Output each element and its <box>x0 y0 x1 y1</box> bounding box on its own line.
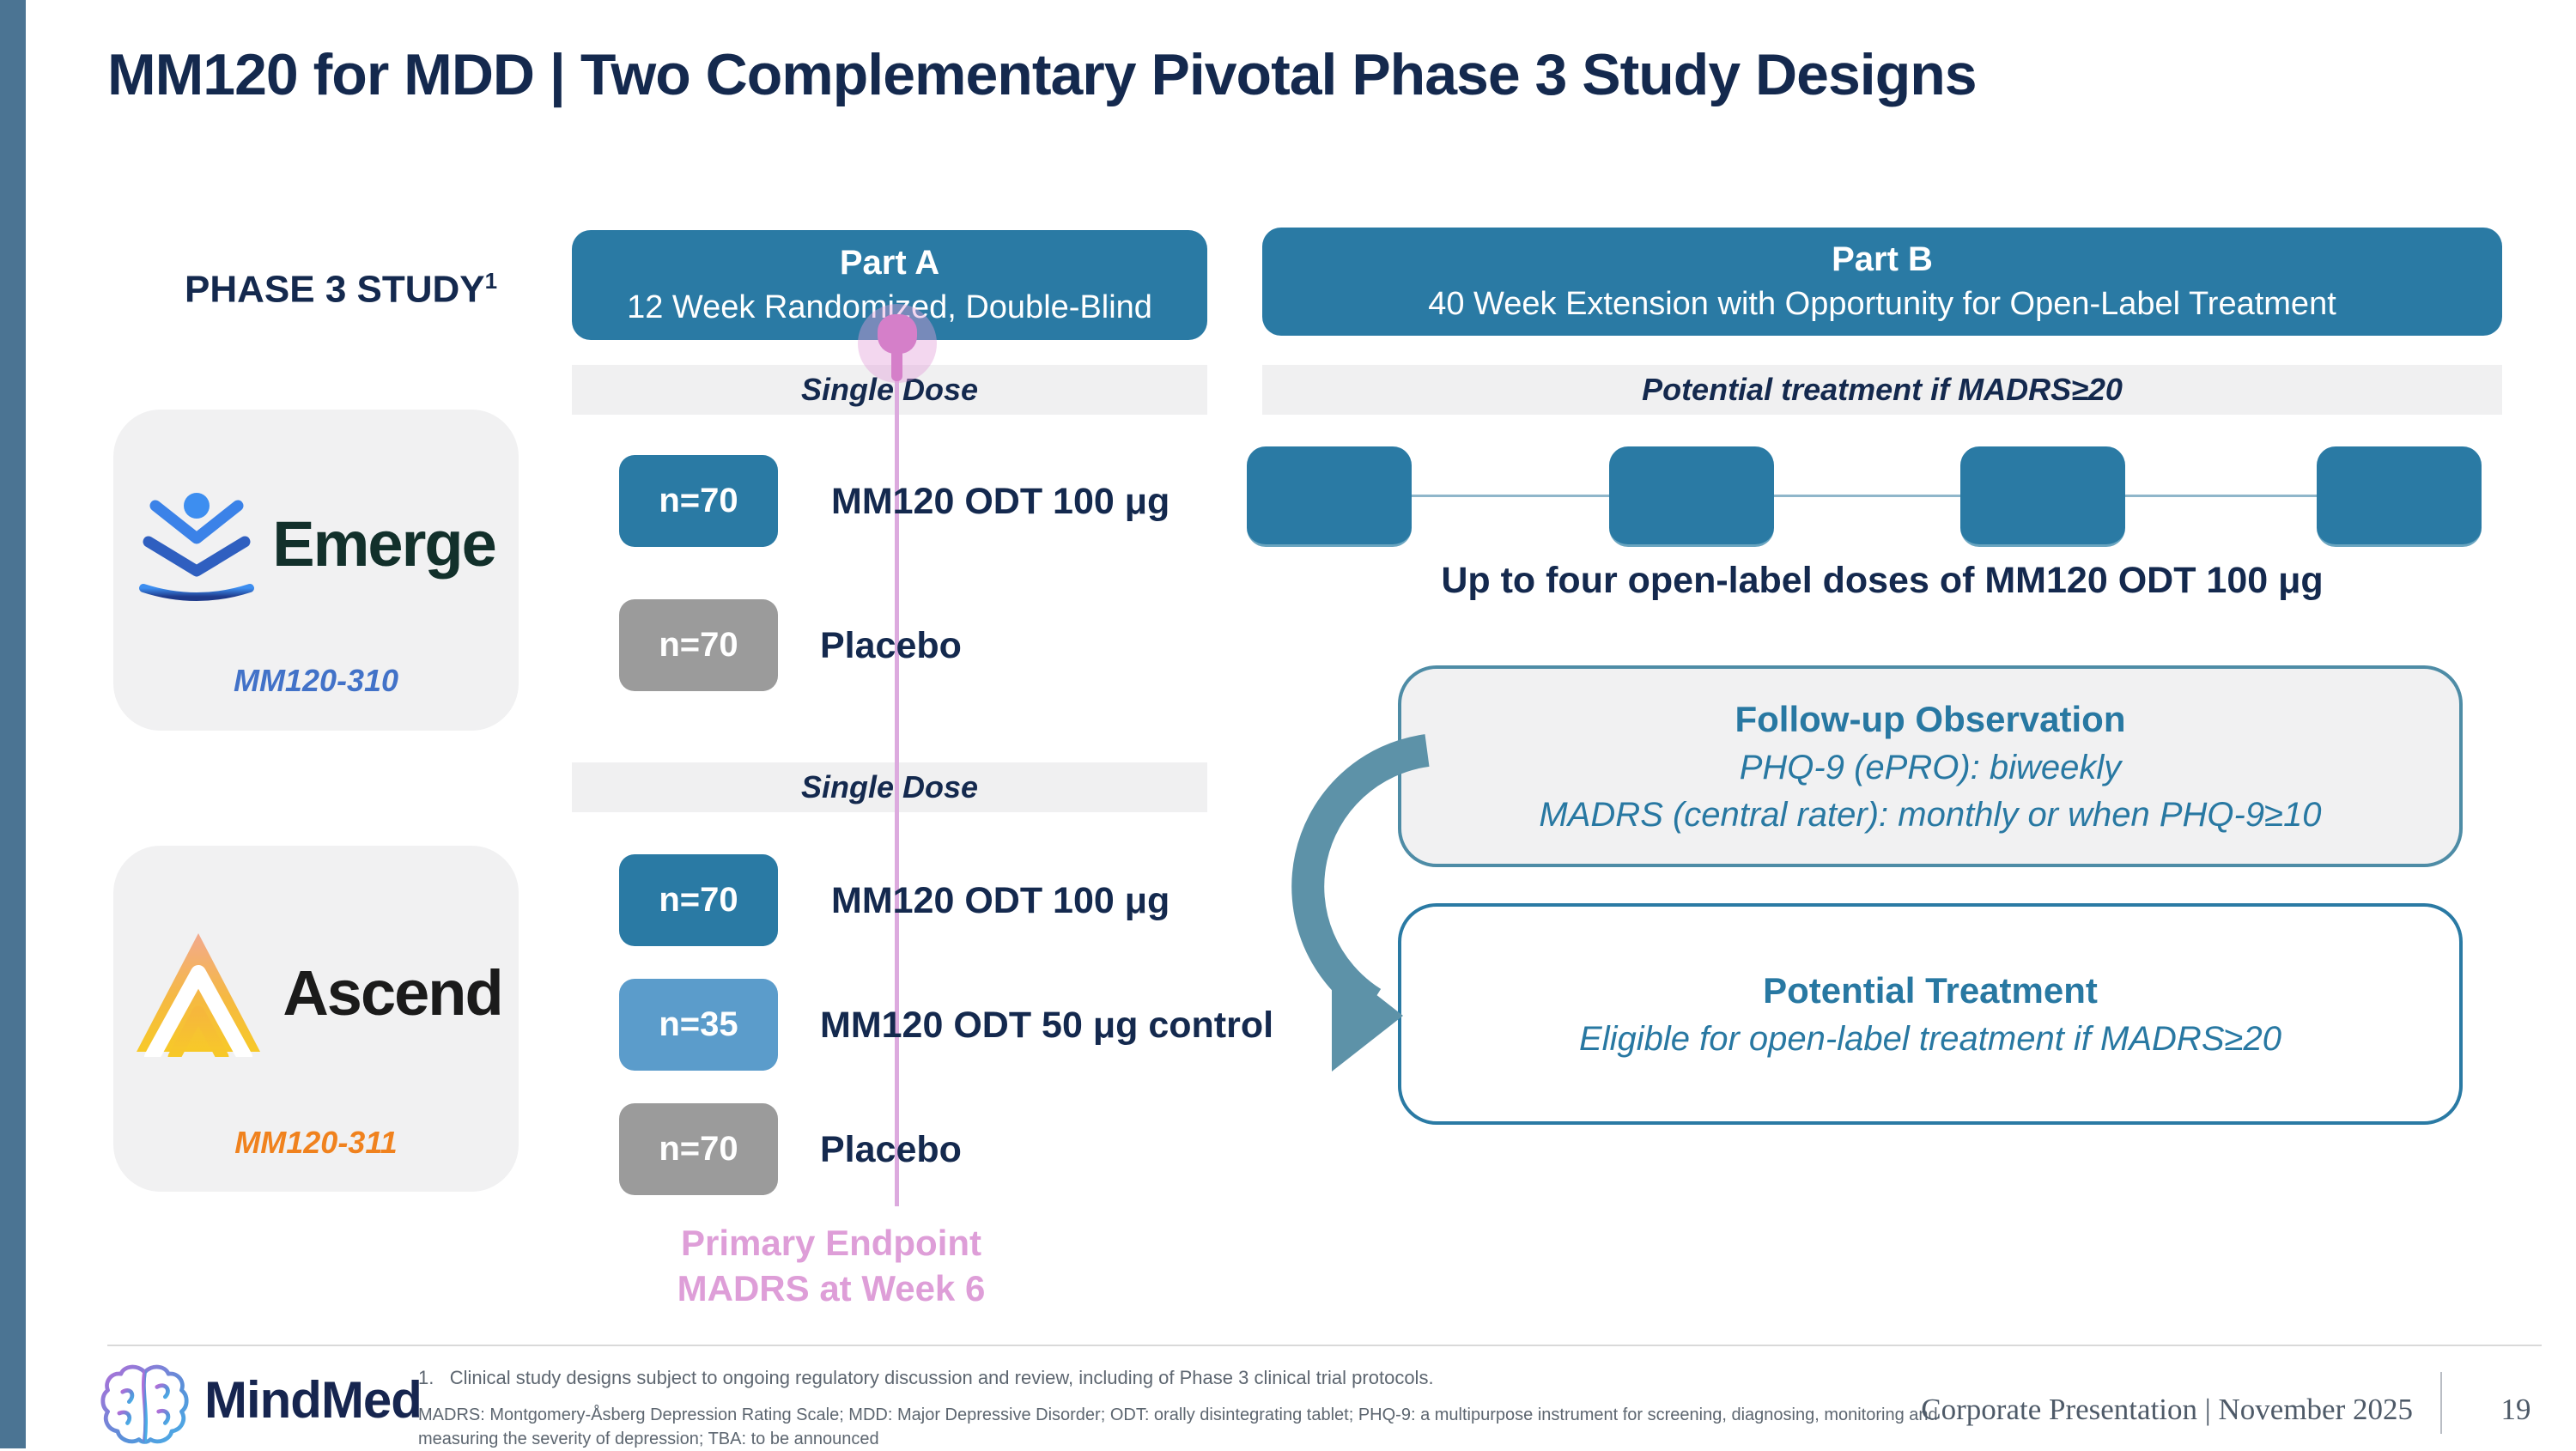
potential-line1: Eligible for open-label treatment if MAD… <box>1579 1019 2281 1058</box>
primary-endpoint-line2: MADRS at Week 6 <box>677 1267 986 1308</box>
footnote-1-number: 1. <box>418 1367 434 1388</box>
emerge-arm1-n-box: n=70 <box>619 455 778 547</box>
ascend-arm3-n-box: n=70 <box>619 1103 778 1195</box>
ascend-icon <box>130 928 267 1057</box>
footer-vertical-divider <box>2440 1372 2442 1434</box>
curved-arrow-icon <box>1236 730 1451 1099</box>
ascend-study-code: MM120-311 <box>234 1125 398 1160</box>
part-a-title: Part A <box>839 244 940 282</box>
followup-title: Follow-up Observation <box>1735 698 2126 739</box>
emerge-logo: Emerge <box>113 483 519 604</box>
open-label-doses-caption: Up to four open-label doses of MM120 ODT… <box>1441 560 2324 601</box>
emerge-arm1-label: MM120 ODT 100 μg <box>831 481 1170 522</box>
footnote-abbreviations: MADRS: Montgomery-Åsberg Depression Rati… <box>418 1405 1938 1448</box>
potential-treatment-box: Potential Treatment Eligible for open-la… <box>1398 903 2463 1125</box>
footer-divider <box>107 1345 2542 1346</box>
ascend-study-card: Ascend MM120-311 <box>113 846 519 1192</box>
part-b-title: Part B <box>1832 240 1933 278</box>
dose-connector-line <box>1327 495 2400 497</box>
open-label-dose-box-3 <box>1960 446 2125 547</box>
page-number: 19 <box>2500 1393 2531 1426</box>
ascend-arm1-label: MM120 ODT 100 μg <box>831 880 1170 921</box>
page-title: MM120 for MDD | Two Complementary Pivota… <box>107 42 1978 107</box>
emerge-icon <box>137 483 257 604</box>
single-dose-band-emerge: Single Dose <box>572 365 1207 415</box>
footnote-1: 1. Clinical study designs subject to ong… <box>418 1367 1929 1389</box>
potential-treatment-band: Potential treatment if MADRS≥20 <box>1262 365 2502 415</box>
part-b-subtitle: 40 Week Extension with Opportunity for O… <box>1428 286 2336 322</box>
ascend-arm2-label: MM120 ODT 50 μg control <box>820 1005 1274 1046</box>
potential-title: Potential Treatment <box>1763 969 2098 1011</box>
emerge-arm2-label: Placebo <box>820 625 962 666</box>
left-accent-bar <box>0 0 26 1448</box>
part-b-header: Part B 40 Week Extension with Opportunit… <box>1262 228 2502 336</box>
ascend-arm2-n-box: n=35 <box>619 979 778 1071</box>
primary-endpoint-line1: Primary Endpoint <box>680 1223 982 1263</box>
emerge-logo-text: Emerge <box>272 507 496 580</box>
mindmed-logo-text: MindMed <box>204 1371 422 1429</box>
dose-pin-stem <box>891 347 902 381</box>
ascend-arm1-n-box: n=70 <box>619 854 778 946</box>
phase-3-study-label: PHASE 3 STUDY1 <box>185 268 497 312</box>
mindmed-brain-icon <box>100 1359 190 1449</box>
emerge-study-card: Emerge MM120-310 <box>113 410 519 731</box>
footnote-1-text: Clinical study designs subject to ongoin… <box>449 1367 1434 1388</box>
phase-footnote-marker: 1 <box>484 268 498 294</box>
timeline-line <box>895 361 899 1206</box>
ascend-logo-text: Ascend <box>283 956 503 1029</box>
single-dose-band-ascend: Single Dose <box>572 762 1207 812</box>
followup-observation-box: Follow-up Observation PHQ-9 (ePRO): biwe… <box>1398 665 2463 867</box>
primary-endpoint-note: Primary Endpoint MADRS at Week 6 <box>513 1221 1149 1311</box>
followup-line1: PHQ-9 (ePRO): biweekly <box>1739 748 2122 786</box>
phase-3-study-text: PHASE 3 STUDY <box>185 268 485 311</box>
open-label-dose-box-2 <box>1609 446 1774 547</box>
open-label-dose-box-4 <box>2317 446 2482 547</box>
emerge-arm2-n-box: n=70 <box>619 599 778 691</box>
ascend-logo: Ascend <box>113 928 519 1057</box>
ascend-arm3-label: Placebo <box>820 1129 962 1170</box>
followup-line2: MADRS (central rater): monthly or when P… <box>1539 795 2322 834</box>
emerge-study-code: MM120-310 <box>233 663 399 698</box>
presentation-label: Corporate Presentation | November 2025 <box>1921 1393 2413 1426</box>
open-label-dose-box-1 <box>1247 446 1412 547</box>
